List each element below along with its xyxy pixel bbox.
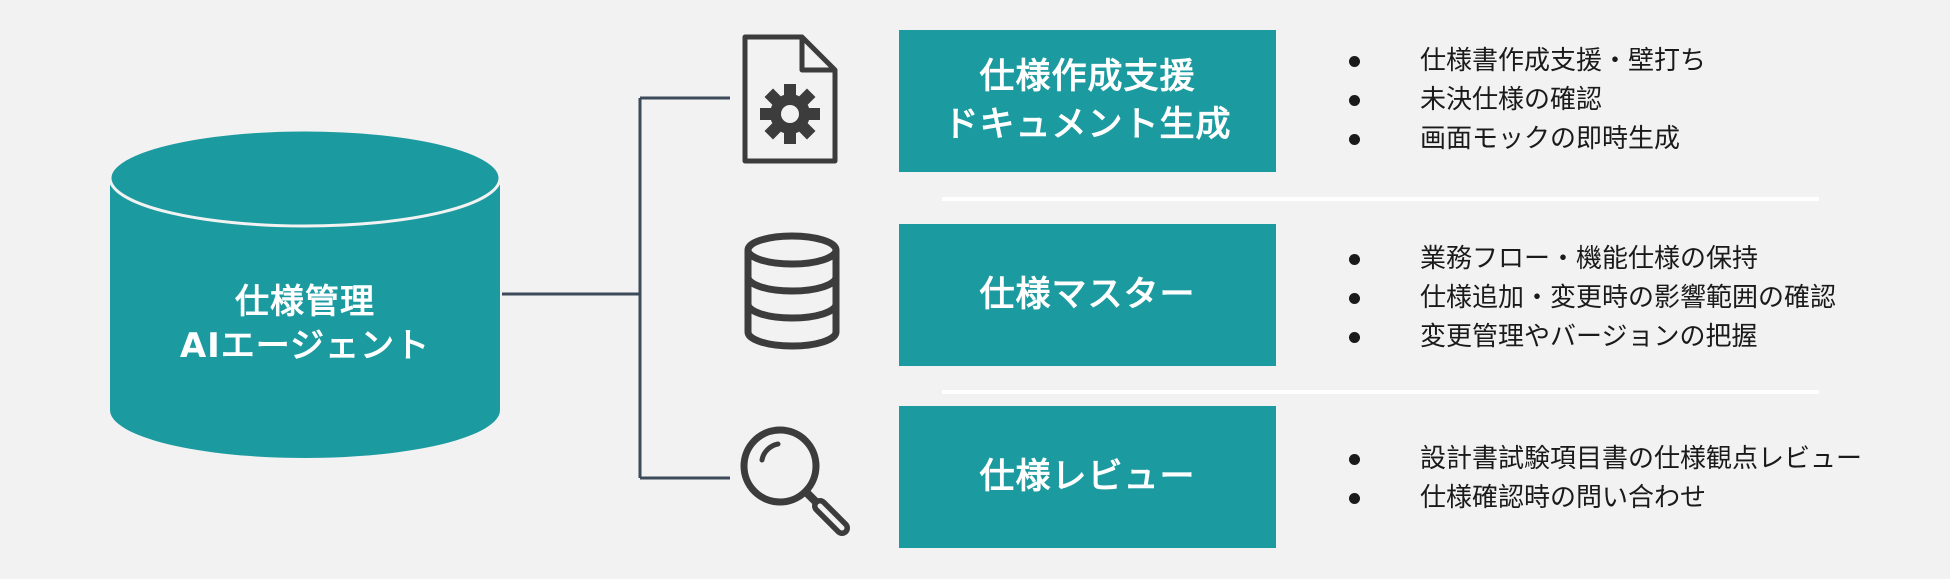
feature-box-spec-review: 仕様レビュー — [899, 406, 1276, 548]
list-item: 設計書試験項目書の仕様観点レビュー — [1340, 440, 1862, 479]
magnifier-icon — [740, 426, 850, 536]
hub-label-line2: AIエージェント — [179, 326, 431, 366]
list-item: 仕様確認時の問い合わせ — [1340, 479, 1862, 518]
feature-title-line1: 仕様レビュー — [979, 457, 1196, 497]
list-item: 業務フロー・機能仕様の保持 — [1340, 240, 1836, 279]
feature-box-spec-creation: 仕様作成支援 ドキュメント生成 — [899, 30, 1276, 172]
list-item: 変更管理やバージョンの把握 — [1340, 318, 1836, 357]
list-item: 仕様追加・変更時の影響範囲の確認 — [1340, 279, 1836, 318]
feature-bullets-spec-master: 業務フロー・機能仕様の保持 仕様追加・変更時の影響範囲の確認 変更管理やバージョ… — [1340, 240, 1836, 357]
list-item: 画面モックの即時生成 — [1340, 120, 1706, 159]
cylinder-body — [110, 178, 500, 458]
feature-bullets-spec-creation: 仕様書作成支援・壁打ち 未決仕様の確認 画面モックの即時生成 — [1340, 42, 1706, 159]
list-item: 未決仕様の確認 — [1340, 81, 1706, 120]
hub-label: 仕様管理 AIエージェント — [108, 280, 502, 368]
section-divider — [942, 197, 1819, 201]
feature-bullets-spec-review: 設計書試験項目書の仕様観点レビュー 仕様確認時の問い合わせ — [1340, 440, 1862, 518]
feature-title-line1: 仕様作成支援 — [979, 57, 1196, 97]
hub-label-line1: 仕様管理 — [235, 282, 375, 322]
database-icon — [744, 232, 840, 350]
list-item: 仕様書作成支援・壁打ち — [1340, 42, 1706, 81]
feature-title-line2: ドキュメント生成 — [943, 105, 1232, 145]
document-gear-icon — [742, 34, 838, 164]
feature-box-spec-master: 仕様マスター — [899, 224, 1276, 366]
section-divider — [942, 390, 1819, 394]
cylinder-top-rim — [108, 128, 502, 228]
feature-title-line1: 仕様マスター — [979, 275, 1196, 315]
hub-cylinder — [108, 128, 502, 458]
